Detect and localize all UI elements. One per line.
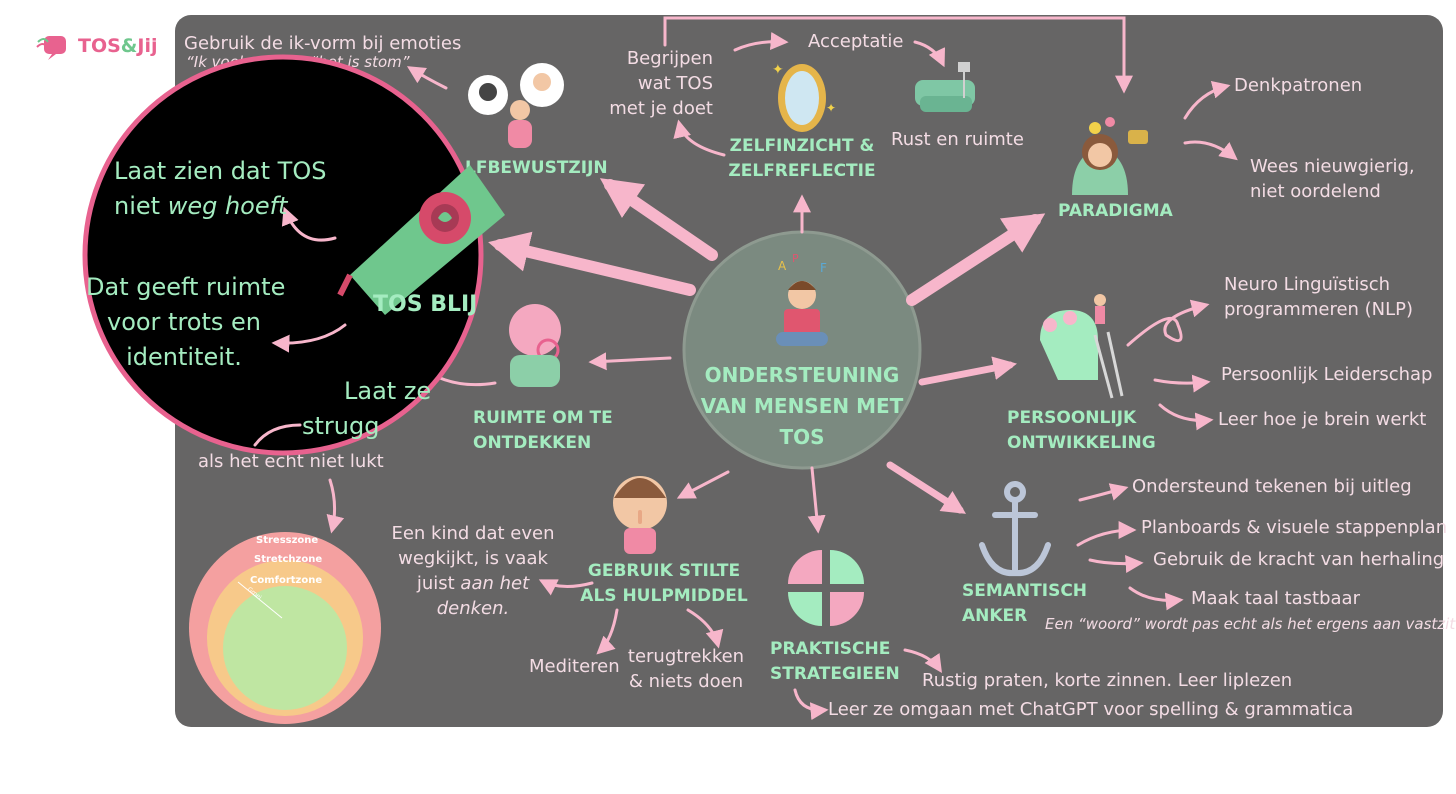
zoom-ruimte-3: identiteit. bbox=[86, 340, 282, 375]
zoom-tos-blijft-title: TOS BLIJ bbox=[373, 292, 477, 317]
zoom-strugg: strugg bbox=[302, 409, 379, 444]
zoom-line2: niet weg hoeft bbox=[114, 189, 287, 224]
zoom-ruimte-2: voor trots en bbox=[86, 305, 282, 340]
zoom-ruimte-1: Dat geeft ruimte bbox=[86, 270, 282, 305]
zoom-laat-ze: Laat ze bbox=[344, 374, 431, 409]
zoom-line1: Laat zien dat TOS bbox=[114, 154, 326, 189]
